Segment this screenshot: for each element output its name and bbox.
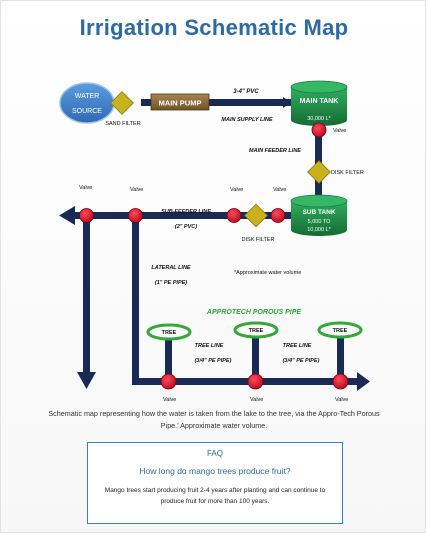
tree-2-label: TREE: [249, 328, 264, 334]
valve-left-branch-label: Valve: [79, 185, 92, 191]
valve-tree-1-label: Valve: [163, 397, 176, 403]
sub-tank-volume-1: 5,000 TO: [308, 219, 331, 225]
tree-line-size-1: (3/4" PE PIPE): [195, 358, 232, 364]
tree-line-2: [252, 331, 259, 381]
main-feeder-pipe: [315, 124, 322, 196]
porous-pipe-label: APPROTECH POROUS PIPE: [206, 309, 301, 316]
valve-lateral-label: Valve: [130, 187, 143, 193]
bottom-lateral-pipe: [132, 378, 360, 385]
tree-line-3: [337, 331, 344, 381]
faq-question: How long do mango trees produce fruit?: [139, 466, 291, 476]
valve-lateral: [128, 208, 143, 223]
disk-filter-1-label: DISK FILTER: [331, 170, 364, 176]
main-pump-label: MAIN PUMP: [159, 99, 202, 108]
valve-tree-2: [247, 373, 264, 390]
main-tank-body: [291, 87, 347, 126]
water-source-node: [59, 82, 115, 124]
left-arrow-head: [59, 206, 75, 225]
valve-sub-tank-label: Valve: [273, 187, 286, 193]
valve-tree-3: [332, 373, 349, 390]
sub-feeder-line-label: SUB-FEEDER LINE: [161, 209, 211, 215]
valve-sub-feeder: [226, 208, 242, 223]
sub-feeder-pipe: [73, 212, 291, 219]
tree-3: [317, 321, 363, 339]
lateral-size-label: (1" PE PIPE): [155, 280, 187, 286]
disk-filter-2-icon: [244, 203, 268, 228]
diagram-caption: Schematic map representing how the water…: [48, 409, 380, 430]
main-feeder-line-label: MAIN FEEDER LINE: [249, 148, 301, 154]
valve-main-tank: [311, 122, 327, 138]
right-arrow-head: [357, 372, 370, 391]
main-tank-label: MAIN TANK: [300, 98, 339, 105]
disk-filter-2-label: DISK FILTER: [242, 237, 275, 243]
valve-tree-1: [160, 373, 177, 390]
sand-filter-icon: [110, 91, 134, 115]
main-supply-pipe: [141, 99, 291, 106]
faq-box: FAQ How long do mango trees produce frui…: [87, 442, 343, 524]
main-pump-node: [150, 93, 210, 111]
valve-tree-2-label: Valve: [250, 397, 263, 403]
sub-tank-body: [291, 201, 347, 236]
supply-arrow-head: [283, 97, 291, 108]
volume-note: *Approximate water volume: [234, 270, 301, 276]
down-arrow-head: [77, 372, 96, 389]
faq-answer: Mango trees start producing fruit 2-4 ye…: [104, 487, 326, 505]
valve-main-tank-label: Valve: [333, 128, 346, 134]
tree-1-label: TREE: [162, 330, 177, 336]
valve-left-branch: [79, 208, 94, 223]
sub-tank-label: SUB TANK: [302, 209, 335, 216]
left-branch-pipe: [83, 212, 90, 372]
disk-filter-1-icon: [307, 160, 331, 184]
faq-title: FAQ: [206, 449, 223, 458]
main-tank-volume: 30,000 L*: [307, 116, 331, 122]
sand-filter-label: SAND FILTER: [105, 121, 140, 127]
main-tank-top: [290, 80, 348, 94]
water-source-label-2: SOURCE: [72, 108, 102, 115]
sub-tank-volume-2: 10,000 L*: [307, 227, 331, 233]
sub-feeder-size-label: (2" PVC): [175, 224, 197, 230]
page-title: Irrigation Schematic Map: [79, 15, 349, 40]
water-source-label-1: WATER: [75, 93, 100, 100]
valve-sub-feeder-label: Valve: [230, 187, 243, 193]
tree-line-size-2: (3/4" PE PIPE): [283, 358, 320, 364]
valve-tree-3-label: Valve: [335, 397, 348, 403]
tree-line-label-2: TREE LINE: [283, 343, 312, 349]
tree-line-label-1: TREE LINE: [195, 343, 224, 349]
sub-tank-top: [290, 194, 348, 208]
pvc-size-label: 3-4" PVC: [233, 89, 259, 95]
tree-2: [233, 321, 279, 339]
lateral-pipe: [132, 212, 139, 379]
tree-1: [146, 323, 192, 341]
tree-3-label: TREE: [333, 328, 348, 334]
tree-line-1: [165, 333, 172, 381]
lateral-line-label: LATERAL LINE: [151, 265, 191, 271]
main-supply-line-label: MAIN SUPPLY LINE: [221, 117, 272, 123]
valve-sub-tank: [270, 208, 286, 223]
